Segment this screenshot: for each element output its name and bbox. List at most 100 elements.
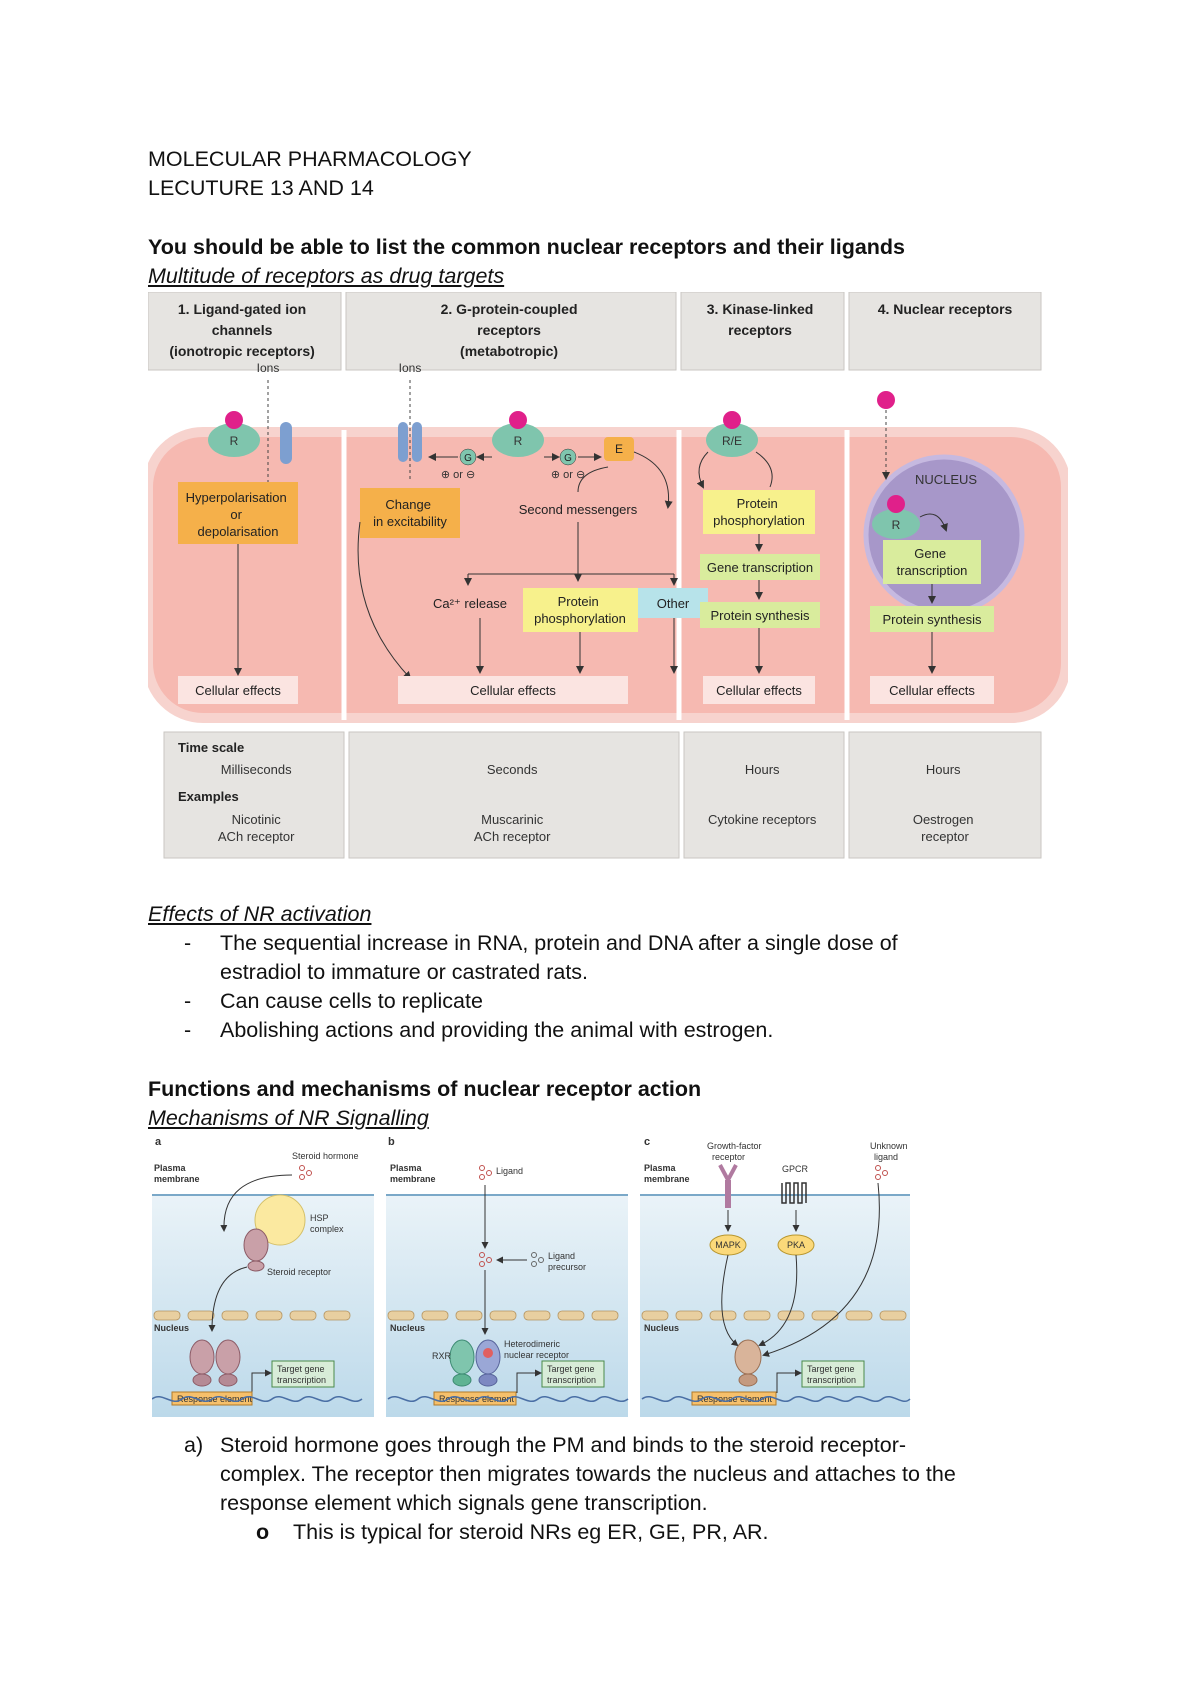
svg-text:Hyperpolarisation or: Hyperpolarisation or depolarisation <box>186 490 291 539</box>
bullet-1-line2: estradiol to immature or castrated rats. <box>220 960 589 984</box>
sub-item-text: This is typical for steroid NRs eg ER, G… <box>293 1520 769 1544</box>
example-2-line1: Muscarinic <box>481 812 544 827</box>
receptor-types-figure: 1. Ligand-gated ion channels (ionotropic… <box>143 291 1071 862</box>
bullet-marker-1: - <box>184 931 192 955</box>
bottom-panel-3 <box>683 731 845 859</box>
second-messengers-label: Second messengers <box>519 502 638 517</box>
header4-line1: 4. Nuclear receptors <box>878 301 1013 317</box>
receptor-1 <box>208 423 260 457</box>
header3-line1: 3. Kinase-linked <box>707 301 814 317</box>
cellular-effects-3 <box>703 676 815 704</box>
svg-text:MAPK: MAPK <box>715 1240 741 1250</box>
header3-line2: receptors <box>728 322 792 338</box>
nucleus-label-b: Nucleus <box>390 1323 425 1333</box>
example-2-line2: ACh receptor <box>474 829 551 844</box>
r-label-4: R <box>892 518 901 532</box>
cellular-effects-4 <box>870 676 994 704</box>
header-nuclear <box>848 291 1042 371</box>
svg-text:Cellular effects: Cellular effects <box>716 683 802 698</box>
receptor-dimer-a-right <box>215 1339 241 1375</box>
svg-text:G: G <box>464 453 472 464</box>
svg-text:PKA: PKA <box>787 1240 805 1250</box>
target-gene-box-b <box>541 1360 605 1388</box>
header2-line3: (metabotropic) <box>460 343 558 359</box>
examples-label: Examples <box>178 789 239 804</box>
effector-e <box>604 437 634 461</box>
dna-a <box>151 1396 363 1402</box>
gene-transcription-box-4 <box>883 540 981 584</box>
header-ligand-gated <box>147 291 342 371</box>
bullet-3: Abolishing actions and providing the ani… <box>220 1018 774 1042</box>
item-a-line2: complex. The receptor then migrates towa… <box>220 1462 956 1486</box>
protein-synthesis-box-4 <box>870 606 994 632</box>
svg-text:1. Ligand-gated ion ch: 1. Ligand-gated ion channels (ionotropic… <box>169 301 1012 359</box>
bullet-marker-3: - <box>184 1018 192 1042</box>
receptor-dimer-a-left <box>189 1339 215 1375</box>
lecture-title: LECUTURE 13 AND 14 <box>148 176 374 200</box>
svg-text:Change in excitability: Change in excitability <box>373 497 447 529</box>
header1-line1: 1. Ligand-gated ion <box>178 301 306 317</box>
example-4-line2: receptor <box>921 829 969 844</box>
receptor-4 <box>872 509 920 539</box>
rxr-receptor <box>449 1339 475 1375</box>
svg-text:Protein phosphorylatio: Protein phosphorylation <box>713 496 805 528</box>
protein-phos-box-3 <box>703 490 815 534</box>
protein-phos-box-2 <box>523 588 638 632</box>
svg-text:Gene transcription: Gene transcription <box>897 546 968 578</box>
header1-line3: (ionotropic receptors) <box>169 343 314 359</box>
ligand-4 <box>877 391 895 409</box>
rxr-label: RXR <box>432 1351 452 1361</box>
ligand-3 <box>723 411 741 429</box>
gpcr-label: GPCR <box>782 1164 809 1174</box>
bottom-panel-1 <box>163 731 345 859</box>
example-3-line1: Cytokine receptors <box>708 812 817 827</box>
receptor-3 <box>706 423 758 457</box>
protein-synthesis-box-3 <box>700 602 820 628</box>
plus-minus-2: ⊕ or ⊖ <box>551 469 585 481</box>
ligand-label: Ligand <box>496 1166 523 1176</box>
svg-text:Cellular effects: Cellular effects <box>470 683 556 698</box>
svg-text:Gene transcription: Gene transcription <box>707 560 813 575</box>
time-scale-label: Time scale <box>178 740 244 755</box>
change-excitability-box <box>360 488 460 538</box>
example-4-line1: Oestrogen <box>913 812 974 827</box>
nucleus-label-c: Nucleus <box>644 1323 679 1333</box>
timescale-3: Hours <box>745 762 780 777</box>
ion-channel-2 <box>398 422 408 462</box>
r-label-2: R <box>514 434 523 448</box>
target-gene-box-a <box>271 1360 335 1388</box>
effects-heading: Effects of NR activation <box>148 902 372 926</box>
svg-text:Milliseconds Seconds: Milliseconds Seconds Hours Hours Nicotin… <box>218 762 977 844</box>
nucleus-label: NUCLEUS <box>915 472 977 487</box>
dna-b <box>387 1396 629 1402</box>
dna-c <box>641 1396 911 1402</box>
example-1-line1: Nicotinic <box>232 812 282 827</box>
bottom-panel-4 <box>848 731 1042 859</box>
svg-text:Protein synthesis: Protein synthesis <box>883 612 982 627</box>
ligand-1 <box>225 411 243 429</box>
receptor-types-diagram: 1. Ligand-gated ion channels (ionotropic… <box>143 291 1071 859</box>
header1-line2: channels <box>212 322 273 338</box>
g-protein-right <box>559 448 577 466</box>
course-title: MOLECULAR PHARMACOLOGY <box>148 147 472 171</box>
cellular-effects-1 <box>178 676 298 704</box>
response-element-label-a: Response element <box>177 1394 253 1404</box>
bullet-1-line1: The sequential increase in RNA, protein … <box>220 931 898 955</box>
receptor-c <box>734 1339 762 1375</box>
target-gene-box-c <box>801 1360 865 1388</box>
hyperpolarisation-box <box>178 482 298 544</box>
ions-label-2: Ions <box>399 361 422 375</box>
svg-text:E: E <box>615 442 623 456</box>
panel-a-letter: a <box>155 1136 162 1148</box>
cellular-effects-2 <box>398 676 628 704</box>
panel-c-letter: c <box>644 1136 650 1148</box>
